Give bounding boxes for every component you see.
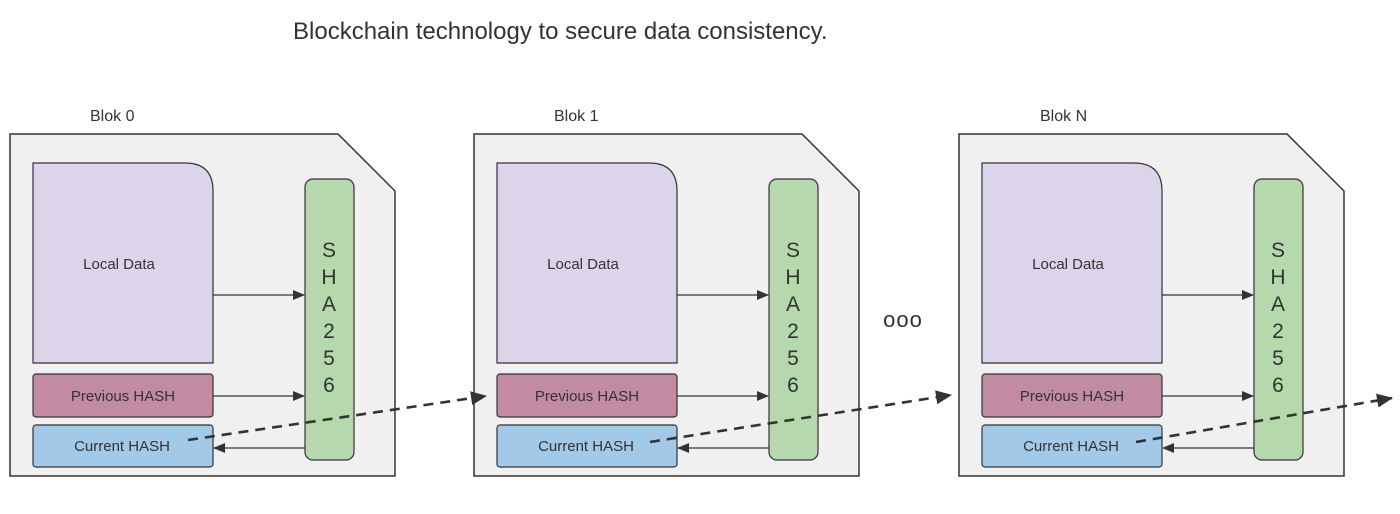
sha-letter: 6 [1272, 374, 1284, 397]
previous-hash-label: Previous HASH [71, 388, 175, 405]
sha-letter: A [786, 293, 800, 316]
local-data-box [32, 162, 214, 364]
sha-letter: 5 [323, 347, 335, 370]
current-hash-label: Current HASH [538, 438, 634, 455]
local-data-label: Local Data [547, 256, 619, 273]
sha256-box [304, 178, 355, 461]
sha-letter: 6 [323, 374, 335, 397]
current-hash-label: Current HASH [74, 438, 170, 455]
block-n: Blok N Local Data Previous HASH Current … [958, 108, 1345, 477]
sha-letter: H [785, 266, 800, 289]
local-data-label: Local Data [83, 256, 155, 273]
block-label: Blok N [1040, 108, 1087, 125]
sha-letter: A [1271, 293, 1285, 316]
sha-letter: H [321, 266, 336, 289]
block-label: Blok 1 [554, 108, 599, 125]
block-1: Blok 1 Local Data Previous HASH Current … [473, 108, 860, 477]
chain-link-arrow [1135, 393, 1393, 444]
sha256-label: S H A 2 5 6 [1270, 239, 1285, 397]
sha-letter: 6 [787, 374, 799, 397]
sha-letter: 2 [787, 320, 799, 343]
sha-letter: 2 [323, 320, 335, 343]
sha-letter: 5 [787, 347, 799, 370]
block-0: Blok 0 Local Data Previous HASH Current … [9, 108, 396, 477]
sha256-label: S H A 2 5 6 [785, 239, 800, 397]
sha-letter: A [322, 293, 336, 316]
current-hash-label: Current HASH [1023, 438, 1119, 455]
sha-letter: H [1270, 266, 1285, 289]
sha-letter: S [322, 239, 336, 262]
sha256-box [768, 178, 819, 461]
sha256-label: S H A 2 5 6 [321, 239, 336, 397]
local-data-box [981, 162, 1163, 364]
ellipsis: ooo [883, 307, 923, 332]
diagram-title: Blockchain technology to secure data con… [293, 18, 828, 45]
previous-hash-label: Previous HASH [535, 388, 639, 405]
sha256-box [1253, 178, 1304, 461]
local-data-box [496, 162, 678, 364]
previous-hash-label: Previous HASH [1020, 388, 1124, 405]
block-label: Blok 0 [90, 108, 135, 125]
sha-letter: S [786, 239, 800, 262]
sha-letter: 5 [1272, 347, 1284, 370]
local-data-label: Local Data [1032, 256, 1104, 273]
sha-letter: S [1271, 239, 1285, 262]
sha-letter: 2 [1272, 320, 1284, 343]
